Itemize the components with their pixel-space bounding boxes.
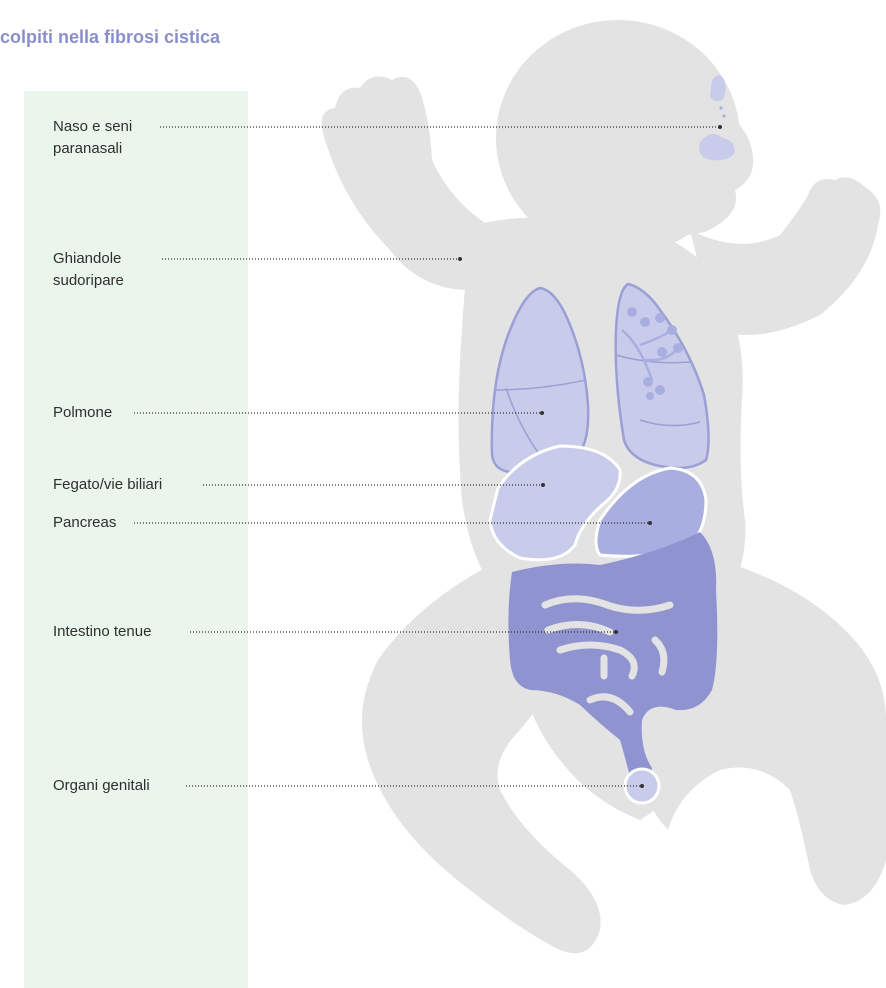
sinus-dot-1	[719, 106, 722, 109]
label-intestino: Intestino tenue	[53, 621, 155, 643]
dot-genitali	[640, 784, 644, 788]
left-raised-arm	[322, 76, 488, 290]
dot-ghiandole	[458, 257, 462, 261]
sinus-dot-2	[722, 114, 725, 117]
dot-polmone	[540, 411, 544, 415]
label-naso: Naso e seni paranasali	[53, 116, 163, 160]
label-ghiandole: Ghiandole sudoripare	[53, 248, 163, 292]
dot-intestino	[614, 630, 618, 634]
label-pancreas: Pancreas	[53, 512, 120, 534]
label-fegato: Fegato/vie biliari	[53, 474, 166, 496]
label-genitali: Organi genitali	[53, 775, 154, 797]
label-polmone: Polmone	[53, 402, 116, 424]
dot-pancreas	[648, 521, 652, 525]
dot-naso	[718, 125, 722, 129]
dot-fegato	[541, 483, 545, 487]
